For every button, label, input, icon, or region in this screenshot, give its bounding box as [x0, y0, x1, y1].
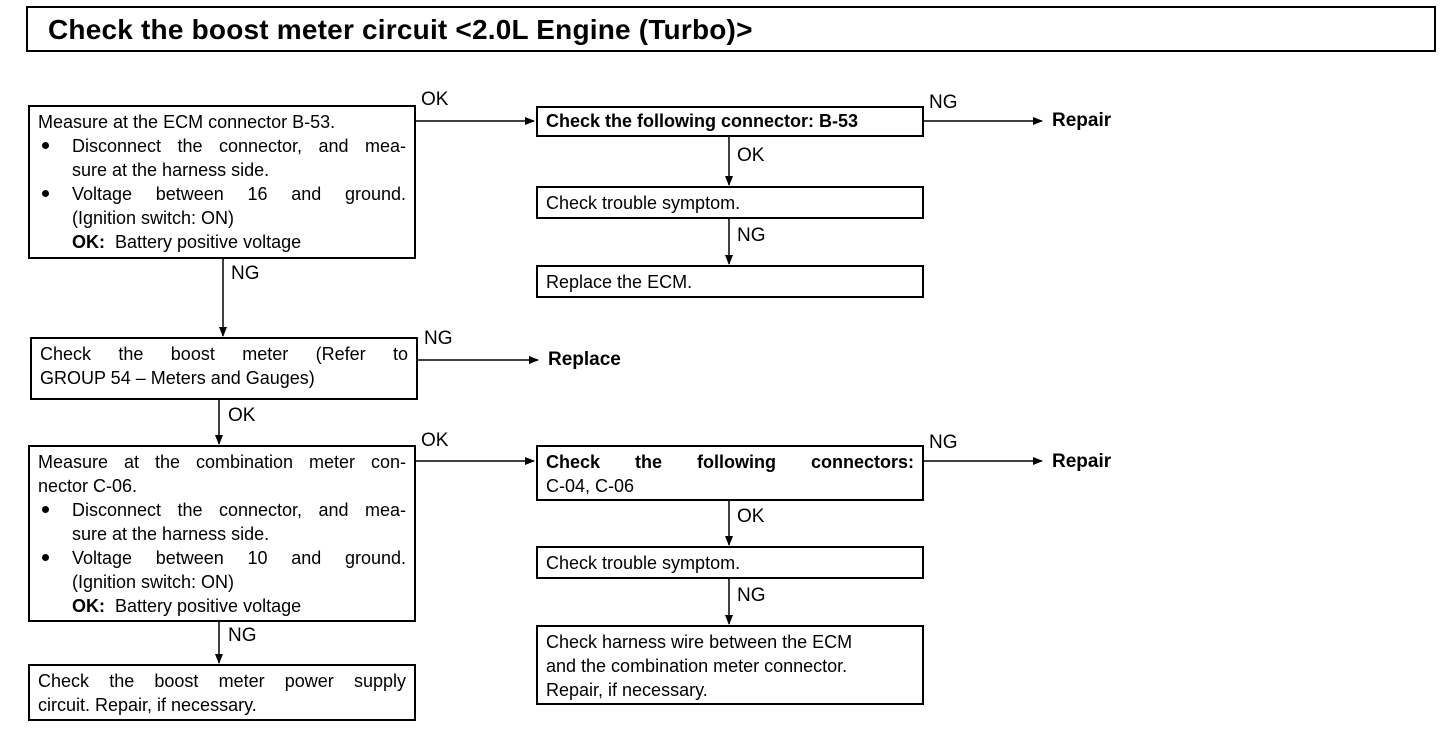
- check-harness-line-3: Repair, if necessary.: [546, 680, 708, 700]
- box-check-harness: Check harness wire between the ECM and t…: [536, 625, 924, 705]
- check-boost-meter-line-1: Check the boost meter (Refer to: [40, 344, 408, 364]
- check-power-supply-line-1: Check the boost meter power supply: [38, 671, 406, 691]
- label-ok-ecm: OK: [421, 89, 449, 110]
- box-check-boost-meter: Check the boost meter (Refer to GROUP 54…: [30, 337, 418, 400]
- check-boost-meter-line-2: GROUP 54 – Meters and Gauges): [40, 368, 315, 388]
- ok-criterion-value: Battery positive voltage: [115, 596, 302, 616]
- check-connector-b53-text: Check the following connector: B-53: [546, 111, 859, 131]
- check-connectors-line-1: Check the following connectors:: [546, 452, 914, 472]
- action-replace-boost-meter: Replace: [548, 349, 621, 370]
- ok-criterion-value: Battery positive voltage: [115, 232, 302, 252]
- label-ng-symptom-1: NG: [737, 225, 766, 246]
- measure-ecm-bullet-2-cont: (Ignition switch: ON): [72, 208, 235, 228]
- check-harness-line-2: and the combination meter connector.: [546, 656, 848, 676]
- label-ng-ecm: NG: [231, 263, 260, 284]
- label-ng-c04: NG: [929, 432, 958, 453]
- label-ng-boost: NG: [424, 328, 453, 349]
- replace-ecm-text: Replace the ECM.: [546, 272, 693, 292]
- measure-ecm-bullet-1-cont: sure at the harness side.: [72, 160, 270, 180]
- ok-criterion-label: OK:: [72, 596, 105, 616]
- measure-combination-line-1: Measure at the combination meter con-: [38, 452, 406, 472]
- page-title: Check the boost meter circuit <2.0L Engi…: [48, 14, 753, 45]
- box-replace-ecm: Replace the ECM.: [536, 265, 924, 298]
- label-ok-boost: OK: [228, 405, 256, 426]
- measure-ecm-ok-line: OK: Battery positive voltage: [38, 230, 406, 254]
- measure-combination-bullet-2: Voltage between 10 and ground.: [38, 546, 406, 570]
- check-connectors-line-2: C-04, C-06: [546, 476, 635, 496]
- measure-combination-ok-line: OK: Battery positive voltage: [38, 594, 406, 618]
- check-power-supply-line-2: circuit. Repair, if necessary.: [38, 695, 257, 715]
- check-symptom-1-text: Check trouble symptom.: [546, 193, 741, 213]
- check-harness-line-1: Check harness wire between the ECM: [546, 632, 853, 652]
- measure-combination-bullet-1: Disconnect the connector, and mea-: [38, 498, 406, 522]
- label-ok-c04: OK: [737, 506, 765, 527]
- measure-ecm-heading: Measure at the ECM connector B-53.: [38, 112, 336, 132]
- box-measure-ecm: Measure at the ECM connector B-53. Disco…: [28, 105, 416, 259]
- label-ok-combination: OK: [421, 430, 449, 451]
- title-box: Check the boost meter circuit <2.0L Engi…: [26, 6, 1436, 52]
- measure-combination-line-2: nector C-06.: [38, 476, 138, 496]
- measure-combination-bullet-1-cont: sure at the harness side.: [72, 524, 270, 544]
- box-check-symptom-2: Check trouble symptom.: [536, 546, 924, 579]
- box-check-symptom-1: Check trouble symptom.: [536, 186, 924, 219]
- box-check-connectors-c04-c06: Check the following connectors: C-04, C-…: [536, 445, 924, 501]
- measure-ecm-bullet-1: Disconnect the connector, and mea-: [38, 134, 406, 158]
- label-ng-b53: NG: [929, 92, 958, 113]
- label-ng-symptom-2: NG: [737, 585, 766, 606]
- label-ok-b53: OK: [737, 145, 765, 166]
- measure-ecm-bullet-2: Voltage between 16 and ground.: [38, 182, 406, 206]
- ok-criterion-label: OK:: [72, 232, 105, 252]
- action-repair-c04: Repair: [1052, 451, 1112, 472]
- box-measure-combination: Measure at the combination meter con- ne…: [28, 445, 416, 622]
- action-repair-b53: Repair: [1052, 110, 1112, 131]
- check-symptom-2-text: Check trouble symptom.: [546, 553, 741, 573]
- box-check-connector-b53: Check the following connector: B-53: [536, 106, 924, 137]
- label-ng-combination: NG: [228, 625, 257, 646]
- measure-combination-bullet-2-cont: (Ignition switch: ON): [72, 572, 235, 592]
- box-check-power-supply: Check the boost meter power supply circu…: [28, 664, 416, 721]
